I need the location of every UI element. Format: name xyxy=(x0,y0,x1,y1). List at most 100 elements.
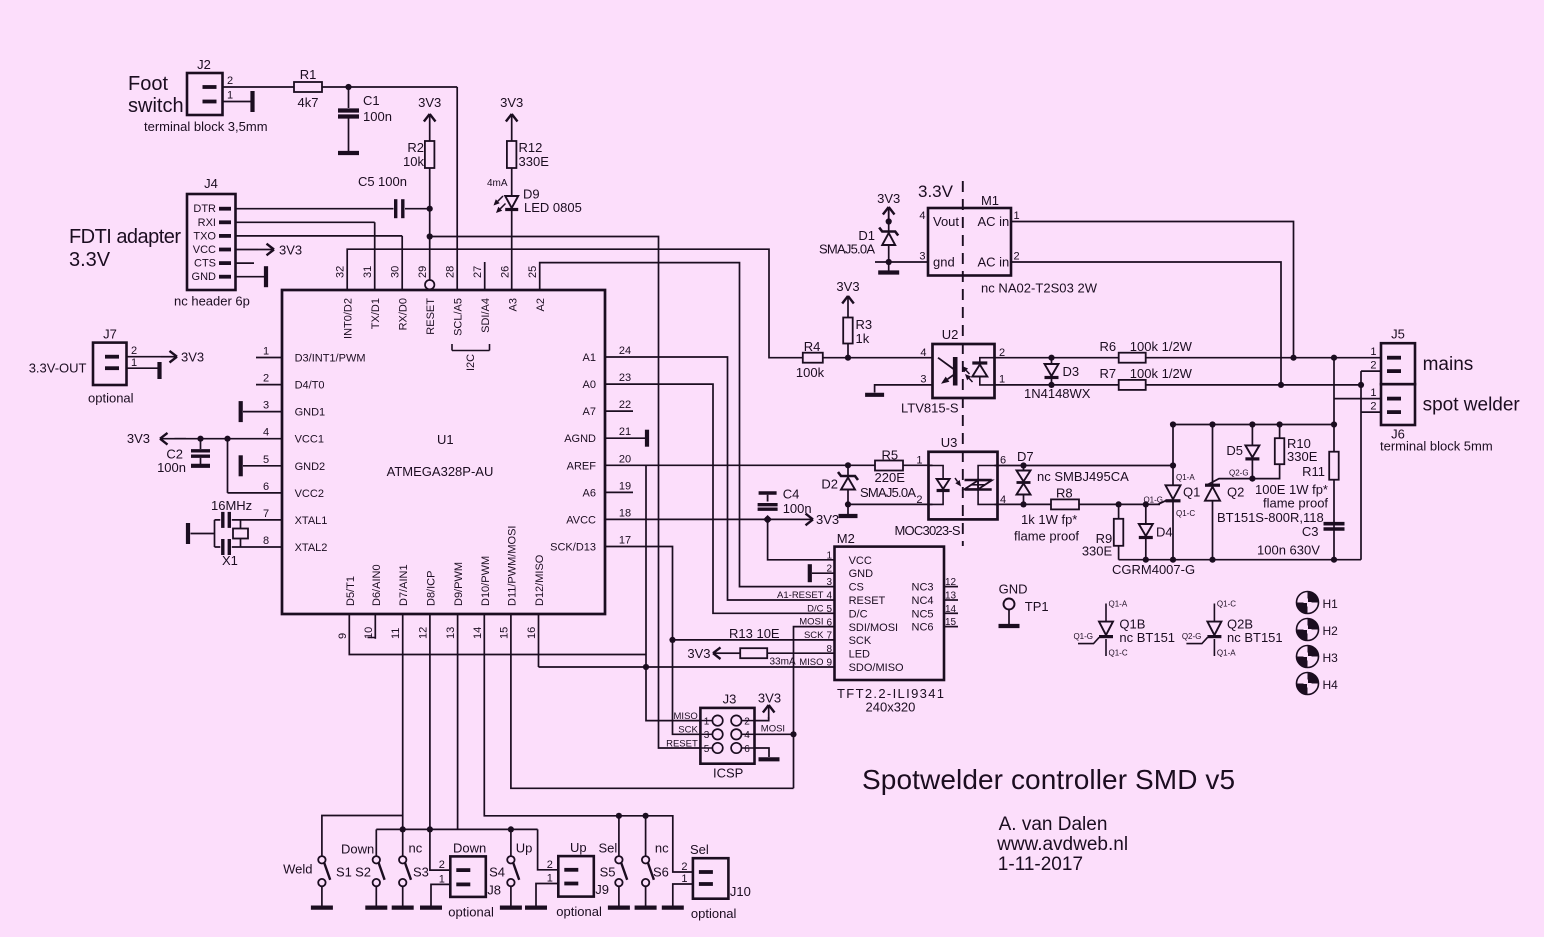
svg-text:U3: U3 xyxy=(941,435,958,450)
svg-text:J6: J6 xyxy=(1391,427,1405,442)
svg-text:A7: A7 xyxy=(583,406,596,418)
svg-text:D7/AIN1: D7/AIN1 xyxy=(398,564,410,606)
svg-text:1: 1 xyxy=(1014,210,1020,222)
svg-text:H1: H1 xyxy=(1323,597,1339,611)
svg-text:mains: mains xyxy=(1423,354,1474,375)
svg-text:S4: S4 xyxy=(489,865,505,880)
svg-text:switch: switch xyxy=(128,95,184,117)
svg-text:2: 2 xyxy=(547,859,553,871)
svg-text:14: 14 xyxy=(472,627,484,639)
svg-text:SCL/A5: SCL/A5 xyxy=(453,298,465,336)
svg-text:GND1: GND1 xyxy=(295,407,326,419)
svg-text:2: 2 xyxy=(826,564,832,575)
svg-text:27: 27 xyxy=(472,266,484,278)
svg-text:24: 24 xyxy=(619,345,631,357)
svg-text:Foot: Foot xyxy=(128,73,168,95)
svg-text:flame proof: flame proof xyxy=(1014,529,1079,544)
svg-text:3V3: 3V3 xyxy=(816,512,839,527)
svg-text:J8: J8 xyxy=(487,882,501,897)
svg-text:D3: D3 xyxy=(1063,364,1080,379)
svg-text:MOSI: MOSI xyxy=(799,617,823,628)
svg-text:29: 29 xyxy=(417,266,429,278)
svg-text:3.3V: 3.3V xyxy=(918,182,954,201)
svg-text:RESET: RESET xyxy=(425,298,437,335)
svg-text:D2: D2 xyxy=(821,477,838,492)
svg-text:A6: A6 xyxy=(583,487,596,499)
svg-text:1: 1 xyxy=(704,717,710,728)
svg-text:Sel: Sel xyxy=(690,842,709,857)
svg-text:1: 1 xyxy=(826,550,832,561)
svg-text:D1: D1 xyxy=(858,228,875,243)
svg-text:R4: R4 xyxy=(804,339,821,354)
svg-text:CGRM4007-G: CGRM4007-G xyxy=(1112,562,1195,577)
svg-text:LED 0805: LED 0805 xyxy=(524,200,582,215)
svg-text:R3: R3 xyxy=(856,317,873,332)
svg-text:100k 1/2W: 100k 1/2W xyxy=(1130,366,1193,381)
svg-text:1: 1 xyxy=(227,90,233,102)
svg-text:optional: optional xyxy=(556,904,602,919)
svg-text:nc SMBJ495CA: nc SMBJ495CA xyxy=(1037,469,1129,484)
svg-text:100k: 100k xyxy=(796,365,825,380)
svg-text:S1: S1 xyxy=(336,865,352,880)
svg-text:S2: S2 xyxy=(355,865,371,880)
svg-text:GND: GND xyxy=(192,271,217,283)
svg-text:1: 1 xyxy=(263,346,269,358)
svg-text:9: 9 xyxy=(337,633,349,639)
svg-text:nc BT151: nc BT151 xyxy=(1119,630,1175,645)
svg-text:4: 4 xyxy=(919,210,925,222)
svg-text:Down: Down xyxy=(453,840,486,855)
svg-text:3: 3 xyxy=(704,730,710,741)
svg-text:nc BT151: nc BT151 xyxy=(1227,630,1283,645)
svg-text:R7: R7 xyxy=(1100,366,1117,381)
svg-text:J10: J10 xyxy=(730,884,751,899)
svg-text:26: 26 xyxy=(500,266,512,278)
svg-text:4k7: 4k7 xyxy=(298,95,319,110)
svg-text:1: 1 xyxy=(131,357,137,369)
svg-text:RX/D0: RX/D0 xyxy=(398,298,410,330)
svg-text:1k: 1k xyxy=(856,331,870,346)
svg-text:AREF: AREF xyxy=(567,460,597,472)
svg-text:3: 3 xyxy=(919,251,925,263)
svg-text:5: 5 xyxy=(704,744,710,755)
svg-text:3V3: 3V3 xyxy=(500,95,523,110)
svg-text:spot welder: spot welder xyxy=(1423,395,1521,416)
svg-text:R8: R8 xyxy=(1056,486,1073,501)
svg-text:H2: H2 xyxy=(1323,624,1339,638)
svg-text:15: 15 xyxy=(498,627,510,639)
svg-text:330E: 330E xyxy=(519,154,550,169)
svg-text:XTAL1: XTAL1 xyxy=(295,515,328,527)
svg-text:VCC: VCC xyxy=(193,244,216,256)
svg-text:2: 2 xyxy=(916,494,922,506)
svg-text:Q1-C: Q1-C xyxy=(1217,600,1236,609)
svg-text:C2: C2 xyxy=(166,447,183,462)
svg-text:4: 4 xyxy=(826,591,832,602)
svg-text:H3: H3 xyxy=(1323,651,1339,665)
svg-text:22: 22 xyxy=(619,399,631,411)
svg-text:GND: GND xyxy=(999,582,1028,597)
svg-text:3V3: 3V3 xyxy=(279,243,302,258)
svg-text:3V3: 3V3 xyxy=(877,191,900,206)
svg-text:9: 9 xyxy=(826,658,832,669)
svg-text:MOC3023-S: MOC3023-S xyxy=(895,523,961,538)
svg-text:1-11-2017: 1-11-2017 xyxy=(998,854,1083,875)
svg-text:NC4: NC4 xyxy=(912,595,934,607)
svg-text:SCK: SCK xyxy=(804,630,824,641)
svg-text:J3: J3 xyxy=(723,692,737,707)
svg-text:nc: nc xyxy=(409,841,423,856)
svg-text:5: 5 xyxy=(826,604,832,615)
svg-text:D11/PWM/MOSI: D11/PWM/MOSI xyxy=(506,526,518,606)
svg-text:AGND: AGND xyxy=(564,433,596,445)
svg-text:32: 32 xyxy=(335,266,347,278)
svg-text:1: 1 xyxy=(999,374,1005,386)
svg-text:C4: C4 xyxy=(783,487,800,502)
svg-text:J2: J2 xyxy=(197,57,211,72)
svg-text:1k 1W fp*: 1k 1W fp* xyxy=(1021,512,1077,527)
svg-text:25: 25 xyxy=(527,266,539,278)
svg-text:10k: 10k xyxy=(403,154,424,169)
svg-text:6: 6 xyxy=(826,617,832,628)
svg-text:D5: D5 xyxy=(1226,443,1243,458)
svg-text:A. van Dalen: A. van Dalen xyxy=(999,814,1108,835)
svg-text:7: 7 xyxy=(263,508,269,520)
svg-text:1: 1 xyxy=(1370,346,1376,358)
svg-text:1: 1 xyxy=(681,873,687,885)
